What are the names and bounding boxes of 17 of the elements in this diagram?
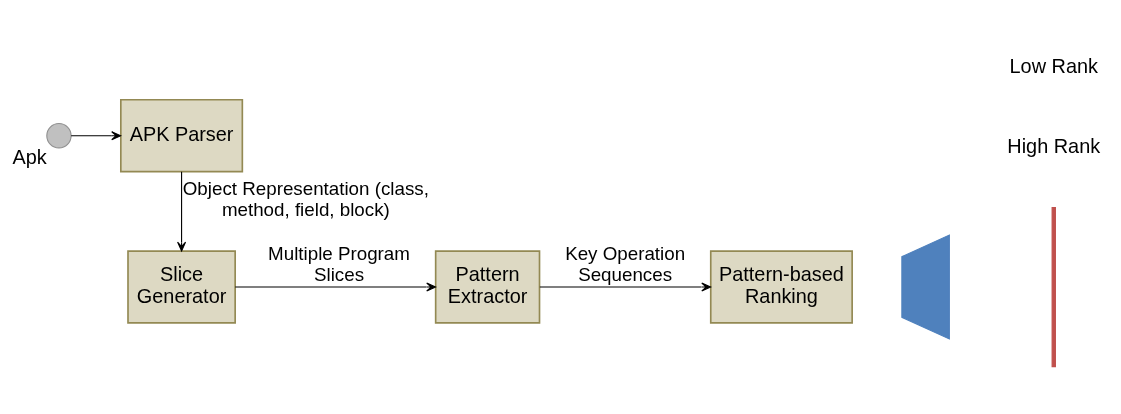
node-box: Pattern Extractor (434, 249, 541, 324)
node-trapezoid (901, 233, 950, 340)
label: Low Rank (1009, 54, 1098, 77)
node-box: Pattern-based Ranking (709, 249, 853, 324)
edge-label: Multiple Program Slices (268, 242, 410, 285)
arrow (70, 130, 122, 140)
node-box: Slice Generator (127, 249, 236, 324)
arrow (177, 170, 187, 252)
edge-label: Object Representation (class, method, field, block) (182, 177, 429, 220)
edge-label: Key Operation Sequences (565, 242, 686, 285)
arrow (234, 282, 437, 292)
label: High Rank (1007, 134, 1101, 157)
node-bar (1051, 206, 1056, 367)
node-label: Apk (12, 145, 47, 168)
node-box: APK Parser (120, 98, 244, 172)
node-circle (46, 122, 72, 148)
arrow (539, 282, 712, 292)
